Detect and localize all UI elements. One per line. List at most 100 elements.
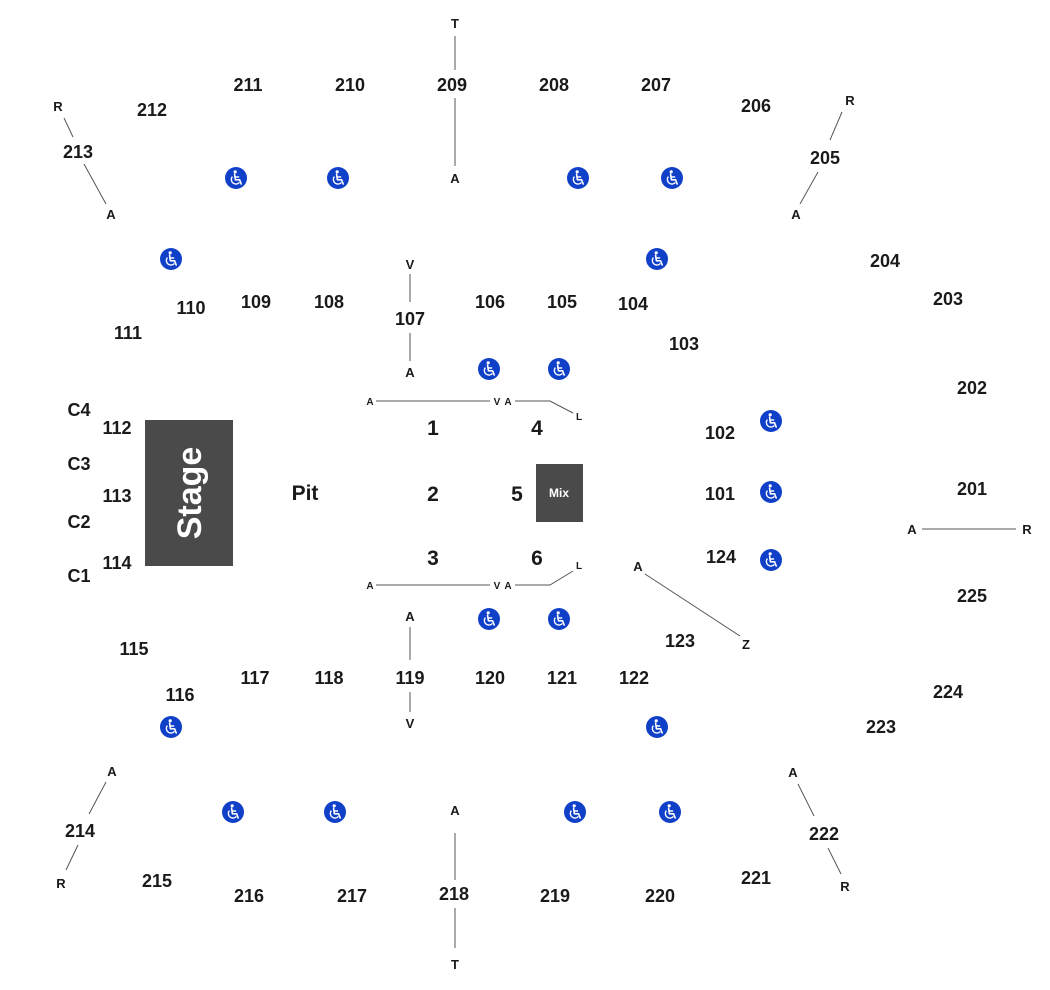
row-marker: R: [1022, 522, 1032, 537]
section-203[interactable]: 203: [933, 289, 963, 309]
wheelchair-icon: [659, 801, 681, 823]
section-122[interactable]: 122: [619, 668, 649, 688]
section-107[interactable]: 107: [395, 309, 425, 329]
section-115[interactable]: 115: [119, 639, 148, 659]
section-101[interactable]: 101: [705, 484, 735, 504]
section-floor-6[interactable]: 6: [531, 547, 543, 570]
section-113[interactable]: 113: [102, 486, 131, 506]
section-104[interactable]: 104: [618, 294, 648, 314]
section-224[interactable]: 224: [933, 682, 963, 702]
section-123[interactable]: 123: [665, 631, 695, 651]
row-marker: A: [633, 559, 643, 574]
row-marker: R: [53, 99, 63, 114]
section-114[interactable]: 114: [102, 553, 131, 573]
row-marker: A: [504, 581, 511, 592]
section-208[interactable]: 208: [539, 75, 569, 95]
section-210[interactable]: 210: [335, 75, 365, 95]
section-c3[interactable]: C3: [67, 454, 90, 474]
wheelchair-icon: [646, 248, 668, 270]
wheelchair-icon: [661, 167, 683, 189]
section-121[interactable]: 121: [547, 668, 577, 688]
section-223[interactable]: 223: [866, 717, 896, 737]
section-105[interactable]: 105: [547, 292, 577, 312]
section-201[interactable]: 201: [957, 479, 987, 499]
section-215[interactable]: 215: [142, 871, 172, 891]
wheelchair-icon: [160, 716, 182, 738]
mix-booth: [536, 464, 583, 522]
wheelchair-icon: [567, 167, 589, 189]
row-marker: R: [56, 876, 66, 891]
section-212[interactable]: 212: [137, 100, 167, 120]
row-marker: A: [791, 207, 801, 222]
section-pit[interactable]: Pit: [292, 482, 319, 505]
section-111[interactable]: 111: [114, 323, 142, 343]
section-109[interactable]: 109: [241, 292, 271, 312]
section-209[interactable]: 209: [437, 75, 467, 95]
row-marker: A: [107, 764, 117, 779]
section-floor-4[interactable]: 4: [531, 417, 543, 440]
wheelchair-icon: [324, 801, 346, 823]
section-220[interactable]: 220: [645, 886, 675, 906]
section-117[interactable]: 117: [240, 668, 269, 688]
section-112[interactable]: 112: [102, 418, 131, 438]
section-floor-5[interactable]: 5: [511, 483, 523, 506]
section-211[interactable]: 211: [233, 75, 262, 95]
section-102[interactable]: 102: [705, 423, 735, 443]
stage[interactable]: [145, 420, 233, 566]
section-124[interactable]: 124: [706, 547, 736, 567]
row-marker: A: [788, 765, 798, 780]
section-206[interactable]: 206: [741, 96, 771, 116]
row-marker: V: [406, 716, 415, 731]
row-marker: A: [366, 397, 373, 408]
section-106[interactable]: 106: [475, 292, 505, 312]
section-202[interactable]: 202: [957, 378, 987, 398]
section-c1[interactable]: C1: [67, 566, 90, 586]
wheelchair-icon: [564, 801, 586, 823]
row-marker: A: [907, 522, 917, 537]
wheelchair-icon: [760, 549, 782, 571]
wheelchair-icon: [222, 801, 244, 823]
row-marker: A: [450, 803, 460, 818]
section-108[interactable]: 108: [314, 292, 344, 312]
section-225[interactable]: 225: [957, 586, 987, 606]
wheelchair-icon: [478, 358, 500, 380]
section-214[interactable]: 214: [65, 821, 95, 841]
section-c4[interactable]: C4: [67, 400, 90, 420]
section-floor-1[interactable]: 1: [427, 417, 439, 440]
section-floor-2[interactable]: 2: [427, 483, 439, 506]
section-103[interactable]: 103: [669, 334, 699, 354]
section-217[interactable]: 217: [337, 886, 367, 906]
section-218[interactable]: 218: [439, 884, 469, 904]
section-120[interactable]: 120: [475, 668, 505, 688]
section-204[interactable]: 204: [870, 251, 900, 271]
wheelchair-icon: [548, 608, 570, 630]
section-c2[interactable]: C2: [67, 512, 90, 532]
wheelchair-icon: [760, 481, 782, 503]
row-marker: A: [366, 581, 373, 592]
section-219[interactable]: 219: [540, 886, 570, 906]
section-119[interactable]: 119: [395, 668, 424, 688]
wheelchair-icon: [646, 716, 668, 738]
row-marker: V: [494, 581, 501, 592]
section-205[interactable]: 205: [810, 148, 840, 168]
row-marker: L: [576, 412, 582, 423]
row-marker: R: [845, 93, 855, 108]
wheelchair-icon: [160, 248, 182, 270]
section-floor-3[interactable]: 3: [427, 547, 439, 570]
section-207[interactable]: 207: [641, 75, 671, 95]
row-marker: A: [450, 171, 460, 186]
section-118[interactable]: 118: [314, 668, 343, 688]
section-222[interactable]: 222: [809, 824, 839, 844]
wheelchair-icon: [548, 358, 570, 380]
section-216[interactable]: 216: [234, 886, 264, 906]
section-116[interactable]: 116: [165, 685, 194, 705]
row-marker: R: [840, 879, 850, 894]
section-110[interactable]: 110: [176, 298, 205, 318]
section-213[interactable]: 213: [63, 142, 93, 162]
section-221[interactable]: 221: [741, 868, 771, 888]
row-marker: V: [494, 397, 501, 408]
row-marker: A: [106, 207, 116, 222]
row-marker: V: [406, 257, 415, 272]
